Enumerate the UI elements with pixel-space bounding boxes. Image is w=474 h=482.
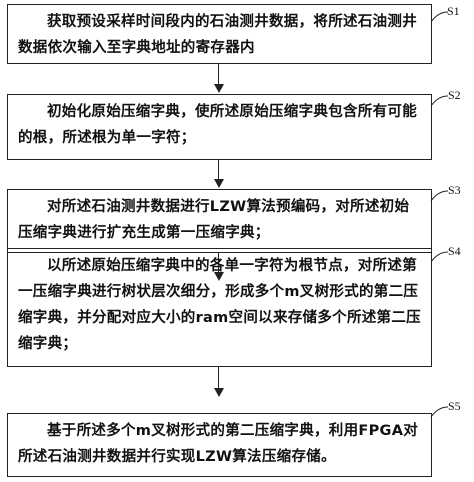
step-box-s3: 对所述石油测井数据进行LZW算法预编码，对所述初始压缩字典进行扩充生成第一压缩字… — [7, 189, 432, 253]
step-box-s2: 初始化原始压缩字典，使所述原始压缩字典包含所有可能的根，所述根为单一字符； — [7, 94, 432, 160]
arrow-head-s3-s4 — [214, 272, 224, 281]
arrow-head-s2-s3 — [214, 179, 224, 188]
arrow-s1-s2 — [218, 64, 220, 85]
step-label-s2: S2 — [448, 88, 461, 102]
step-box-s4: 以所述原始压缩字典中的各单一字符为根节点，对所述第一压缩字典进行树状层次细分，形… — [7, 248, 432, 367]
leader-line-s1 — [430, 11, 449, 23]
step-box-s1: 获取预设采样时间段内的石油测井数据，将所述石油测井数据依次输入至字典地址的寄存器… — [7, 4, 432, 64]
step-text-s4: 以所述原始压缩字典中的各单一字符为根节点，对所述第一压缩字典进行树状层次细分，形… — [18, 258, 421, 352]
leader-line-s2 — [430, 95, 449, 107]
leader-line-s3 — [430, 190, 449, 202]
leader-line-s4 — [430, 251, 449, 263]
step-box-s5: 基于所述多个m叉树形式的第二压缩字典，利用FPGA对所述石油测井数据并行实现LZ… — [7, 413, 432, 477]
arrow-s3-s4 — [218, 253, 220, 273]
leader-line-s5 — [430, 406, 449, 418]
step-text-s1: 获取预设采样时间段内的石油测井数据，将所述石油测井数据依次输入至字典地址的寄存器… — [18, 14, 417, 56]
step-label-s4: S4 — [448, 244, 461, 258]
arrow-s4-s5 — [218, 367, 220, 389]
step-text-s3: 对所述石油测井数据进行LZW算法预编码，对所述初始压缩字典进行扩充生成第一压缩字… — [18, 199, 410, 241]
step-label-s1: S1 — [447, 4, 460, 18]
step-text-s5: 基于所述多个m叉树形式的第二压缩字典，利用FPGA对所述石油测井数据并行实现LZ… — [18, 423, 419, 465]
arrow-head-s1-s2 — [214, 84, 224, 93]
step-label-s5: S5 — [448, 399, 461, 413]
step-label-s3: S3 — [448, 183, 461, 197]
arrow-head-s4-s5 — [214, 388, 224, 397]
arrow-s2-s3 — [218, 160, 220, 180]
step-text-s2: 初始化原始压缩字典，使所述原始压缩字典包含所有可能的根，所述根为单一字符； — [18, 104, 417, 146]
